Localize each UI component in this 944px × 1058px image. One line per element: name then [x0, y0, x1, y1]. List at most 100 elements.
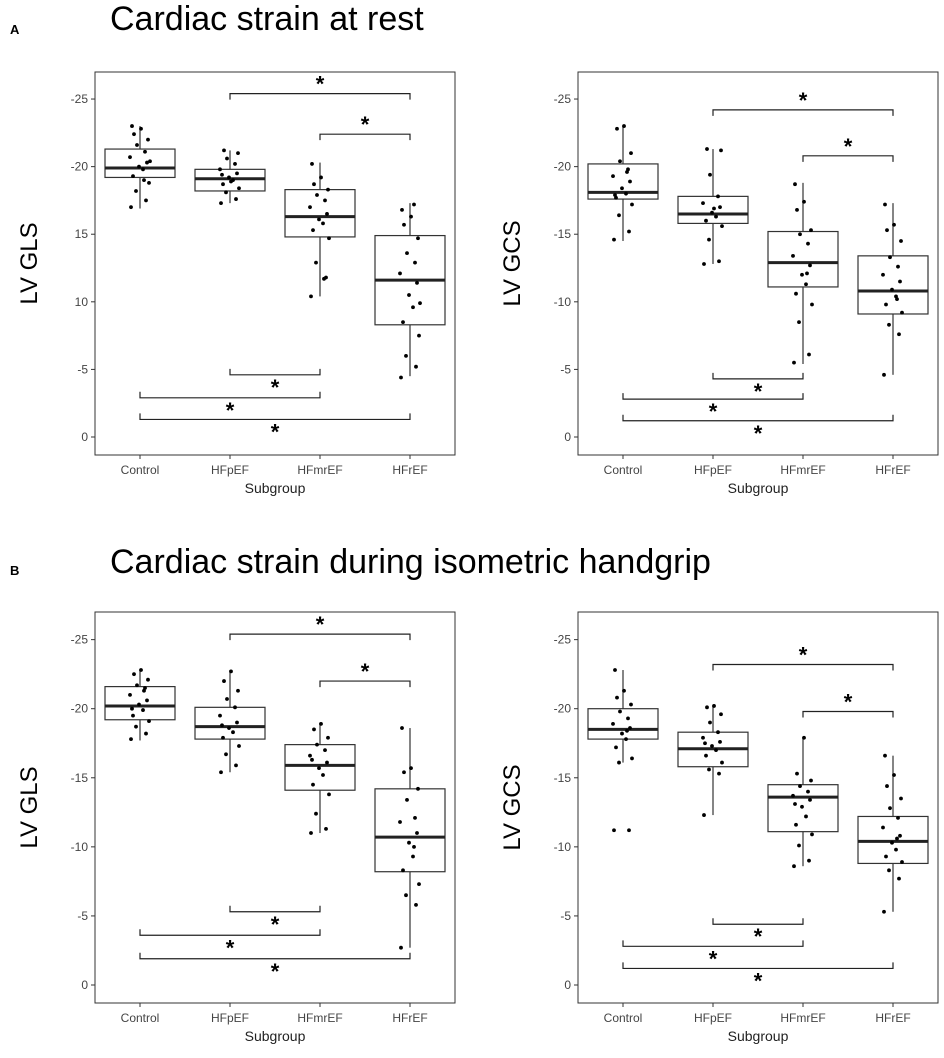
sig-bracket [712, 372, 804, 380]
data-point [804, 282, 808, 287]
sig-star: * [271, 912, 280, 937]
sig-bracket [622, 940, 804, 947]
data-point [808, 263, 812, 268]
data-point [417, 882, 421, 887]
panel-title-a: Cardiac strain at rest [110, 0, 424, 38]
data-point [139, 668, 143, 672]
sig-star: * [754, 924, 763, 949]
data-point [622, 688, 626, 693]
data-point [227, 175, 231, 180]
y-tick-label: -10 [554, 840, 572, 854]
y-tick-label: -5 [560, 909, 571, 923]
data-point [325, 760, 329, 765]
data-point [712, 704, 716, 708]
x-tick-label: HFmrEF [780, 463, 825, 477]
y-tick-label: 0 [81, 978, 88, 992]
x-tick-label: HFrEF [875, 463, 910, 477]
sig-star: * [271, 959, 280, 984]
data-point [794, 291, 798, 296]
plot-border [577, 611, 939, 1004]
data-point [314, 811, 318, 816]
y-tick-label: -15 [554, 771, 572, 785]
data-point [233, 162, 237, 166]
x-tick-label: HFmrEF [297, 463, 342, 477]
box-iqr [374, 788, 446, 873]
data-point [716, 194, 720, 199]
panel-letter-a: A [10, 22, 20, 37]
data-point [310, 757, 314, 762]
data-point [624, 737, 628, 741]
data-point [888, 255, 892, 260]
data-point [630, 202, 634, 207]
y-tick-label: -20 [71, 160, 89, 174]
data-point [220, 723, 224, 728]
data-point [896, 264, 900, 269]
data-point [405, 251, 409, 256]
data-point [719, 148, 723, 153]
data-point [710, 744, 714, 748]
data-point [402, 770, 406, 775]
plot-border [94, 611, 456, 1004]
data-point [804, 814, 808, 819]
data-point [887, 868, 891, 873]
box-HFpEF [677, 149, 749, 264]
y-tick-label: -20 [71, 702, 89, 716]
data-point [898, 833, 902, 838]
data-point [224, 752, 228, 757]
x-tick-label: HFmrEF [297, 1011, 342, 1025]
data-point [225, 156, 229, 161]
data-point [145, 698, 149, 703]
data-point [899, 796, 903, 801]
data-point [233, 705, 237, 710]
data-point [308, 753, 312, 758]
box-HFrEF [374, 728, 446, 948]
data-point [714, 748, 718, 753]
sig-bracket [139, 952, 411, 960]
data-point [317, 766, 321, 771]
data-point [145, 160, 149, 165]
data-point [135, 683, 139, 688]
data-point [710, 210, 714, 215]
data-point [412, 844, 416, 849]
data-point [398, 820, 402, 824]
box-iqr [857, 255, 929, 315]
data-point [236, 688, 240, 693]
data-point [311, 228, 315, 233]
box-Control [587, 670, 659, 763]
data-point [708, 720, 712, 725]
data-point [629, 151, 633, 156]
y-tick-label: -25 [554, 633, 572, 647]
data-point [137, 702, 141, 707]
data-point [139, 126, 143, 131]
sig-star: * [316, 612, 325, 637]
y-tick-label: -15 [71, 771, 89, 785]
x-tick-label: HFmrEF [780, 1011, 825, 1025]
data-point [235, 171, 239, 176]
data-point [883, 202, 887, 207]
data-point [625, 728, 629, 733]
data-point [219, 770, 223, 775]
data-point [716, 730, 720, 735]
data-point [800, 804, 804, 809]
box-iqr [767, 230, 839, 288]
data-point [628, 179, 632, 184]
sig-bracket [229, 368, 321, 376]
data-point [400, 207, 404, 212]
data-point [895, 297, 899, 302]
data-point [892, 222, 896, 227]
data-point [413, 260, 417, 265]
data-point [622, 124, 626, 128]
data-point [806, 241, 810, 246]
data-point [143, 149, 147, 154]
data-point [418, 301, 422, 306]
data-point [717, 259, 721, 264]
data-point [144, 198, 148, 203]
box-iqr [104, 148, 176, 179]
data-point [222, 148, 226, 153]
sig-star: * [271, 419, 280, 444]
box-iqr [194, 706, 266, 740]
data-point [399, 945, 403, 950]
data-point [617, 760, 621, 765]
sig-star: * [709, 399, 718, 424]
data-point [227, 726, 231, 730]
